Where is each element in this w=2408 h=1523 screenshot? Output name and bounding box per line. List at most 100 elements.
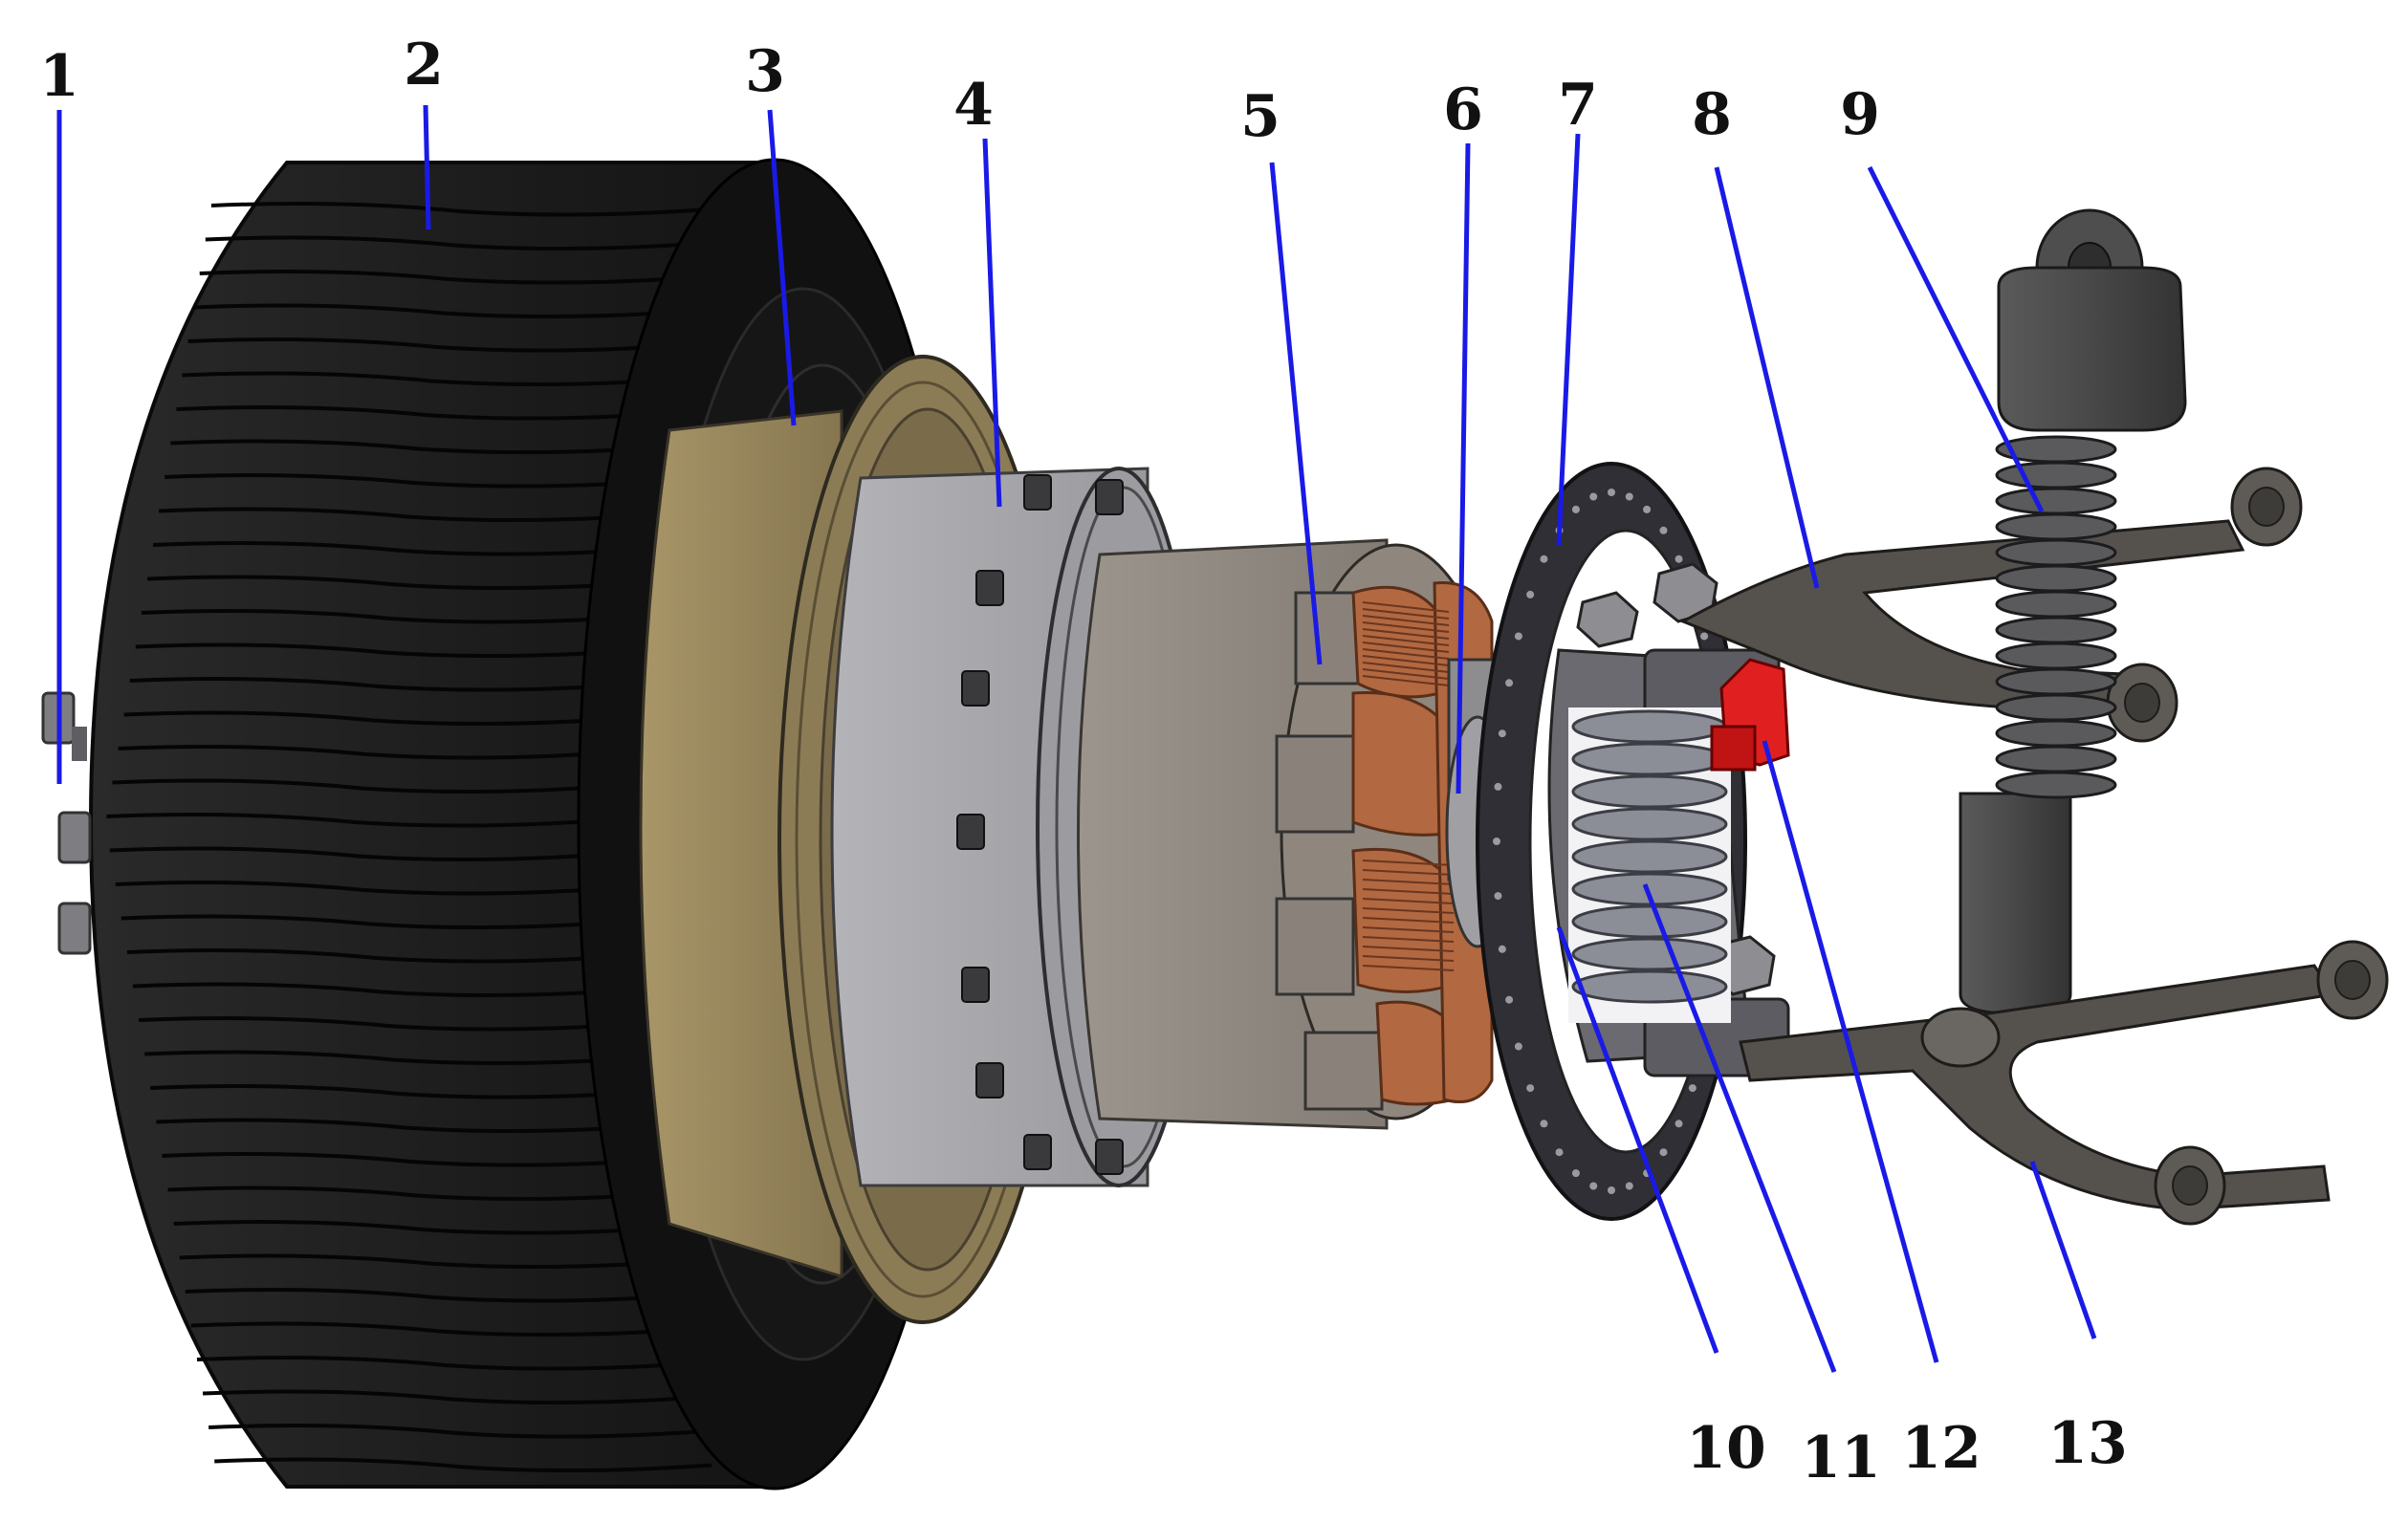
tread-groove: [179, 1253, 677, 1270]
disc-hole: [1688, 1084, 1697, 1093]
leader-6: [1456, 142, 1471, 794]
tread-groove: [141, 609, 640, 624]
callout-11: 11: [1801, 1425, 1881, 1491]
shock-coil: [1995, 512, 2117, 541]
disc-hole: [1571, 1169, 1580, 1178]
tread-groove: [118, 745, 616, 760]
tread-groove: [208, 1424, 707, 1439]
shock-coil: [1995, 487, 2117, 515]
tread-groove: [152, 541, 651, 556]
shock-coil: [1995, 538, 2117, 567]
leader-13: [2029, 1161, 2097, 1339]
tread-groove: [146, 575, 646, 591]
disc-hole: [1514, 1042, 1522, 1051]
tread-groove: [167, 1186, 666, 1202]
tread-groove: [120, 914, 620, 930]
disc-hole: [1589, 1182, 1598, 1190]
tread-groove: [170, 439, 668, 455]
callout-9: 9: [1840, 81, 1880, 148]
winding-lines: [1362, 601, 1455, 971]
tread-groove: [199, 270, 697, 285]
wheel-nuts: [41, 691, 92, 955]
tread-groove: [182, 371, 680, 387]
spring-coil: [1571, 807, 1728, 841]
winding-line: [1362, 965, 1455, 971]
winding-line: [1362, 879, 1455, 885]
callout-7: 7: [1558, 72, 1598, 139]
disc-hole: [1505, 679, 1514, 687]
tread-groove: [126, 948, 625, 964]
tread-groove: [176, 405, 674, 421]
winding-line: [1362, 946, 1455, 952]
spring-coil: [1571, 937, 1728, 971]
shock-absorber: [1959, 208, 2187, 1015]
tread-groove: [135, 642, 633, 659]
leader-7: [1556, 133, 1581, 546]
callout-8: 8: [1692, 81, 1732, 148]
winding-line: [1362, 675, 1450, 686]
tread-groove: [150, 1084, 648, 1099]
winding-line: [1362, 662, 1450, 673]
coil-spring: [1568, 707, 1731, 1023]
spring-coil: [1571, 969, 1728, 1004]
tread-groove: [109, 846, 607, 862]
winding-line: [1362, 635, 1450, 646]
callout-12: 12: [1901, 1415, 1981, 1482]
shock-coil: [1995, 564, 2117, 593]
brake-caliper: [1710, 658, 1790, 772]
shock-coil: [1995, 642, 2117, 670]
housing-bolt: [1095, 479, 1124, 515]
spring-coil: [1571, 774, 1728, 809]
disc-hole: [1608, 489, 1615, 496]
tread-groove: [203, 1389, 701, 1405]
winding-line: [1362, 917, 1455, 924]
disc-hole: [1659, 1148, 1668, 1157]
winding-line: [1362, 615, 1450, 626]
spring-coil: [1571, 709, 1728, 744]
disc-hole: [1540, 555, 1548, 563]
housing-bolt: [1023, 474, 1052, 511]
shock-coil: [1995, 693, 2117, 722]
disc-hole: [1608, 1186, 1615, 1194]
winding-line: [1362, 608, 1450, 620]
housing-bolt: [961, 967, 990, 1003]
winding-line: [1362, 888, 1455, 895]
leader-12: [1762, 740, 1939, 1363]
disc-hole: [1494, 782, 1502, 791]
leader-9: [1867, 165, 2045, 513]
callout-labels: 1 2 3 4 5 6 7 8 9 10 11 12 13: [39, 32, 2128, 1491]
tread-groove: [190, 1321, 690, 1338]
tread-groove: [144, 1050, 643, 1066]
tread-groove: [129, 677, 627, 692]
housing-bolt: [1095, 1139, 1124, 1175]
shock-coil: [1995, 667, 2117, 696]
winding-line: [1362, 907, 1455, 914]
leader-8: [1714, 166, 1820, 589]
leader-2: [423, 104, 431, 230]
disc-hole: [1514, 632, 1522, 641]
tread-groove: [112, 778, 610, 794]
disc-hole: [1498, 945, 1506, 953]
winding-line: [1362, 936, 1455, 943]
tread-groove: [139, 1016, 637, 1032]
disc-hole: [1498, 729, 1506, 738]
shock-coil: [1995, 745, 2117, 773]
disc-hole: [1589, 492, 1598, 501]
spring-coil: [1571, 742, 1728, 776]
winding-line: [1362, 859, 1455, 866]
spring-coil: [1571, 872, 1728, 906]
leader-5: [1269, 162, 1323, 665]
tread-groove: [185, 1288, 683, 1303]
tire-tread-grooves: [106, 202, 712, 1473]
tread-groove: [205, 235, 703, 251]
tread-groove: [106, 813, 604, 828]
tread-groove: [214, 1457, 712, 1473]
winding-line: [1362, 642, 1450, 653]
housing-bolt: [956, 814, 985, 850]
winding-line: [1362, 668, 1450, 680]
winding-line: [1362, 898, 1455, 904]
housing-bolt: [1023, 1134, 1052, 1170]
callout-1: 1: [39, 43, 79, 110]
disc-hole: [1505, 995, 1514, 1004]
